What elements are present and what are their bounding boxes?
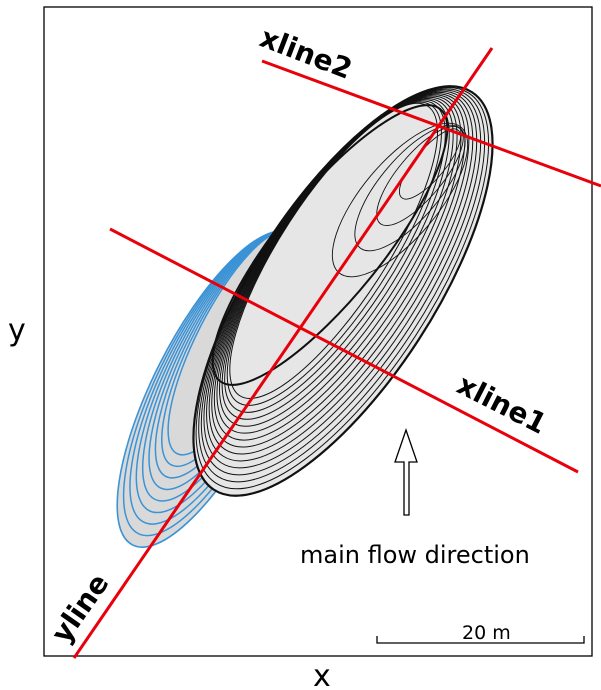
xline1-label: xline1 xyxy=(452,368,552,441)
grey-body-ring xyxy=(213,95,462,441)
grey-body-outline xyxy=(192,85,494,497)
flow-direction-label: main flow direction xyxy=(300,541,530,569)
grey-body-ring xyxy=(206,91,474,462)
grey-body-ring xyxy=(221,99,450,420)
y-axis-label: y xyxy=(8,313,26,348)
grey-body xyxy=(192,85,494,497)
yline-label: yline xyxy=(45,568,116,649)
grey-body-ring xyxy=(229,102,439,399)
scale-bar xyxy=(376,636,585,644)
xline1-section-line xyxy=(109,227,579,474)
grey-body-tip-ring xyxy=(376,125,464,227)
grey-body-ring xyxy=(211,94,466,448)
grey-body-inner-outline xyxy=(211,104,449,386)
scale-bar-label: 20 m xyxy=(462,622,511,644)
grey-body-ring xyxy=(200,89,482,476)
plot-frame xyxy=(43,6,593,657)
flow-arrow-icon xyxy=(394,428,418,516)
yline-section-line xyxy=(72,47,494,659)
grey-body-ring xyxy=(198,88,486,483)
grey-body-ring xyxy=(208,93,470,455)
grey-body-ring xyxy=(224,100,446,413)
grey-body-ring xyxy=(219,97,454,427)
xline2-section-line xyxy=(261,59,601,188)
x-axis-label: x xyxy=(313,659,331,690)
